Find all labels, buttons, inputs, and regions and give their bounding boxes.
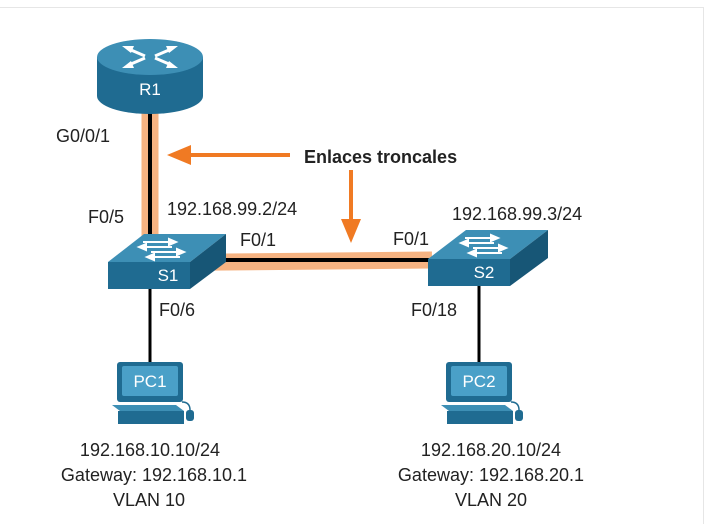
pc1-mouse-cord — [181, 401, 191, 411]
router-interface-label: G0/0/1 — [56, 126, 111, 146]
switch-s1-front — [108, 262, 190, 289]
pc2-vlan-label: VLAN 20 — [454, 490, 528, 510]
switch-icon[interactable]: S1 — [108, 234, 226, 289]
switch-s2-side — [510, 230, 548, 286]
s1-ip-label: 192.168.99.2/24 — [167, 199, 298, 219]
pc1-name: PC1 — [133, 372, 166, 391]
pc2-screen — [451, 366, 507, 396]
s1-port-router-label: F0/5 — [88, 207, 125, 227]
pc1-vlan-label: VLAN 10 — [112, 490, 186, 510]
pc2-base — [441, 405, 513, 411]
pc1-base — [112, 405, 184, 411]
pc2-gateway-label: Gateway: 192.168.20.1 — [397, 465, 585, 485]
router-top — [97, 39, 203, 75]
switch-s1-name: S1 — [158, 266, 179, 285]
pc1-keyboard — [118, 411, 184, 424]
pc1-screen — [122, 366, 178, 396]
switch-s2-name: S2 — [474, 263, 495, 282]
pc2-mouse-cord — [510, 401, 520, 411]
pc1-gateway-label: Gateway: 192.168.10.1 — [60, 465, 248, 485]
pc-icon[interactable]: PC1 — [112, 362, 194, 424]
pc2-ip-label: 192.168.20.10/24 — [420, 440, 562, 460]
switch-s2-front — [428, 259, 510, 286]
pc2-mouse — [515, 410, 523, 421]
router-name: R1 — [139, 80, 161, 99]
pc1-ip-label: 192.168.10.10/24 — [79, 440, 221, 460]
s1-port-trunk-label: F0/1 — [240, 230, 277, 250]
s2-port-pc-label: F0/18 — [411, 300, 458, 320]
s2-port-trunk-label: F0/1 — [393, 229, 430, 249]
switch-icon[interactable]: S2 — [428, 230, 548, 286]
switch-s2-top — [428, 230, 548, 259]
callout-arrows — [167, 145, 361, 243]
pc2-name: PC2 — [462, 372, 495, 391]
links — [148, 110, 481, 362]
arrow-to-r1-link-head — [167, 145, 191, 165]
s2-ip-label: 192.168.99.3/24 — [452, 204, 583, 224]
router-arrows — [130, 48, 170, 66]
router-icon[interactable]: R1 — [97, 39, 203, 114]
arrow-to-trunk-link-head — [341, 219, 361, 243]
trunk-callout-label: Enlaces troncales — [304, 147, 458, 167]
s1-port-pc-label: F0/6 — [159, 300, 196, 320]
pc1-mouse — [186, 410, 194, 421]
pc2-keyboard — [447, 411, 513, 424]
frame-top-border — [0, 7, 704, 8]
pc-icon[interactable]: PC2 — [441, 362, 523, 424]
switch-s1-side — [190, 234, 226, 289]
